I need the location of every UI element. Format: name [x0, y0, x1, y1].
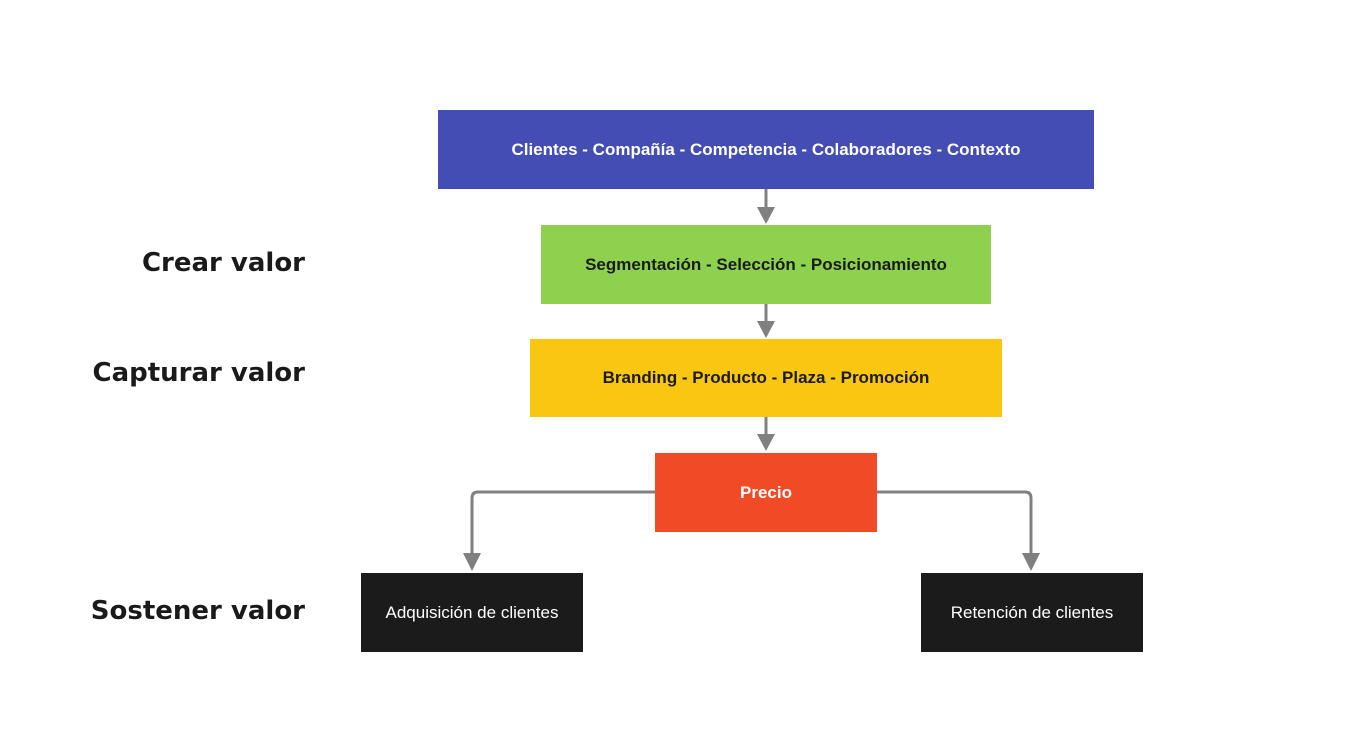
- node-stp: Segmentación - Selección - Posicionamien…: [541, 225, 991, 304]
- arrowhead-stp: [757, 207, 775, 224]
- node-retencion-text: Retención de clientes: [950, 602, 1114, 622]
- node-adquisicion: Adquisición de clientes: [361, 573, 583, 652]
- node-5c: Clientes - Compañía - Competencia - Cola…: [438, 110, 1094, 189]
- node-5c-text: Clientes - Compañía - Competencia - Cola…: [511, 139, 1021, 159]
- arrow-precio-to-adquisicion: [470, 490, 655, 556]
- node-precio-text: Precio: [740, 482, 792, 502]
- label-capturar-valor: Capturar valor: [92, 358, 305, 388]
- node-retencion: Retención de clientes: [921, 573, 1143, 652]
- arrowhead-precio: [757, 434, 775, 451]
- arrowhead-retencion: [1022, 553, 1040, 571]
- arrowhead-adquisicion: [463, 553, 481, 571]
- node-mix: Branding - Producto - Plaza - Promoción: [530, 339, 1002, 417]
- node-stp-text: Segmentación - Selección - Posicionamien…: [585, 254, 947, 274]
- label-crear-valor: Crear valor: [141, 248, 305, 278]
- node-mix-text: Branding - Producto - Plaza - Promoción: [602, 368, 930, 387]
- label-sostener-valor: Sostener valor: [90, 596, 305, 626]
- arrow-precio-to-retencion: [877, 490, 1033, 556]
- node-adquisicion-text: Adquisición de clientes: [385, 602, 559, 622]
- arrowhead-mix: [757, 321, 775, 338]
- node-precio: Precio: [655, 453, 877, 532]
